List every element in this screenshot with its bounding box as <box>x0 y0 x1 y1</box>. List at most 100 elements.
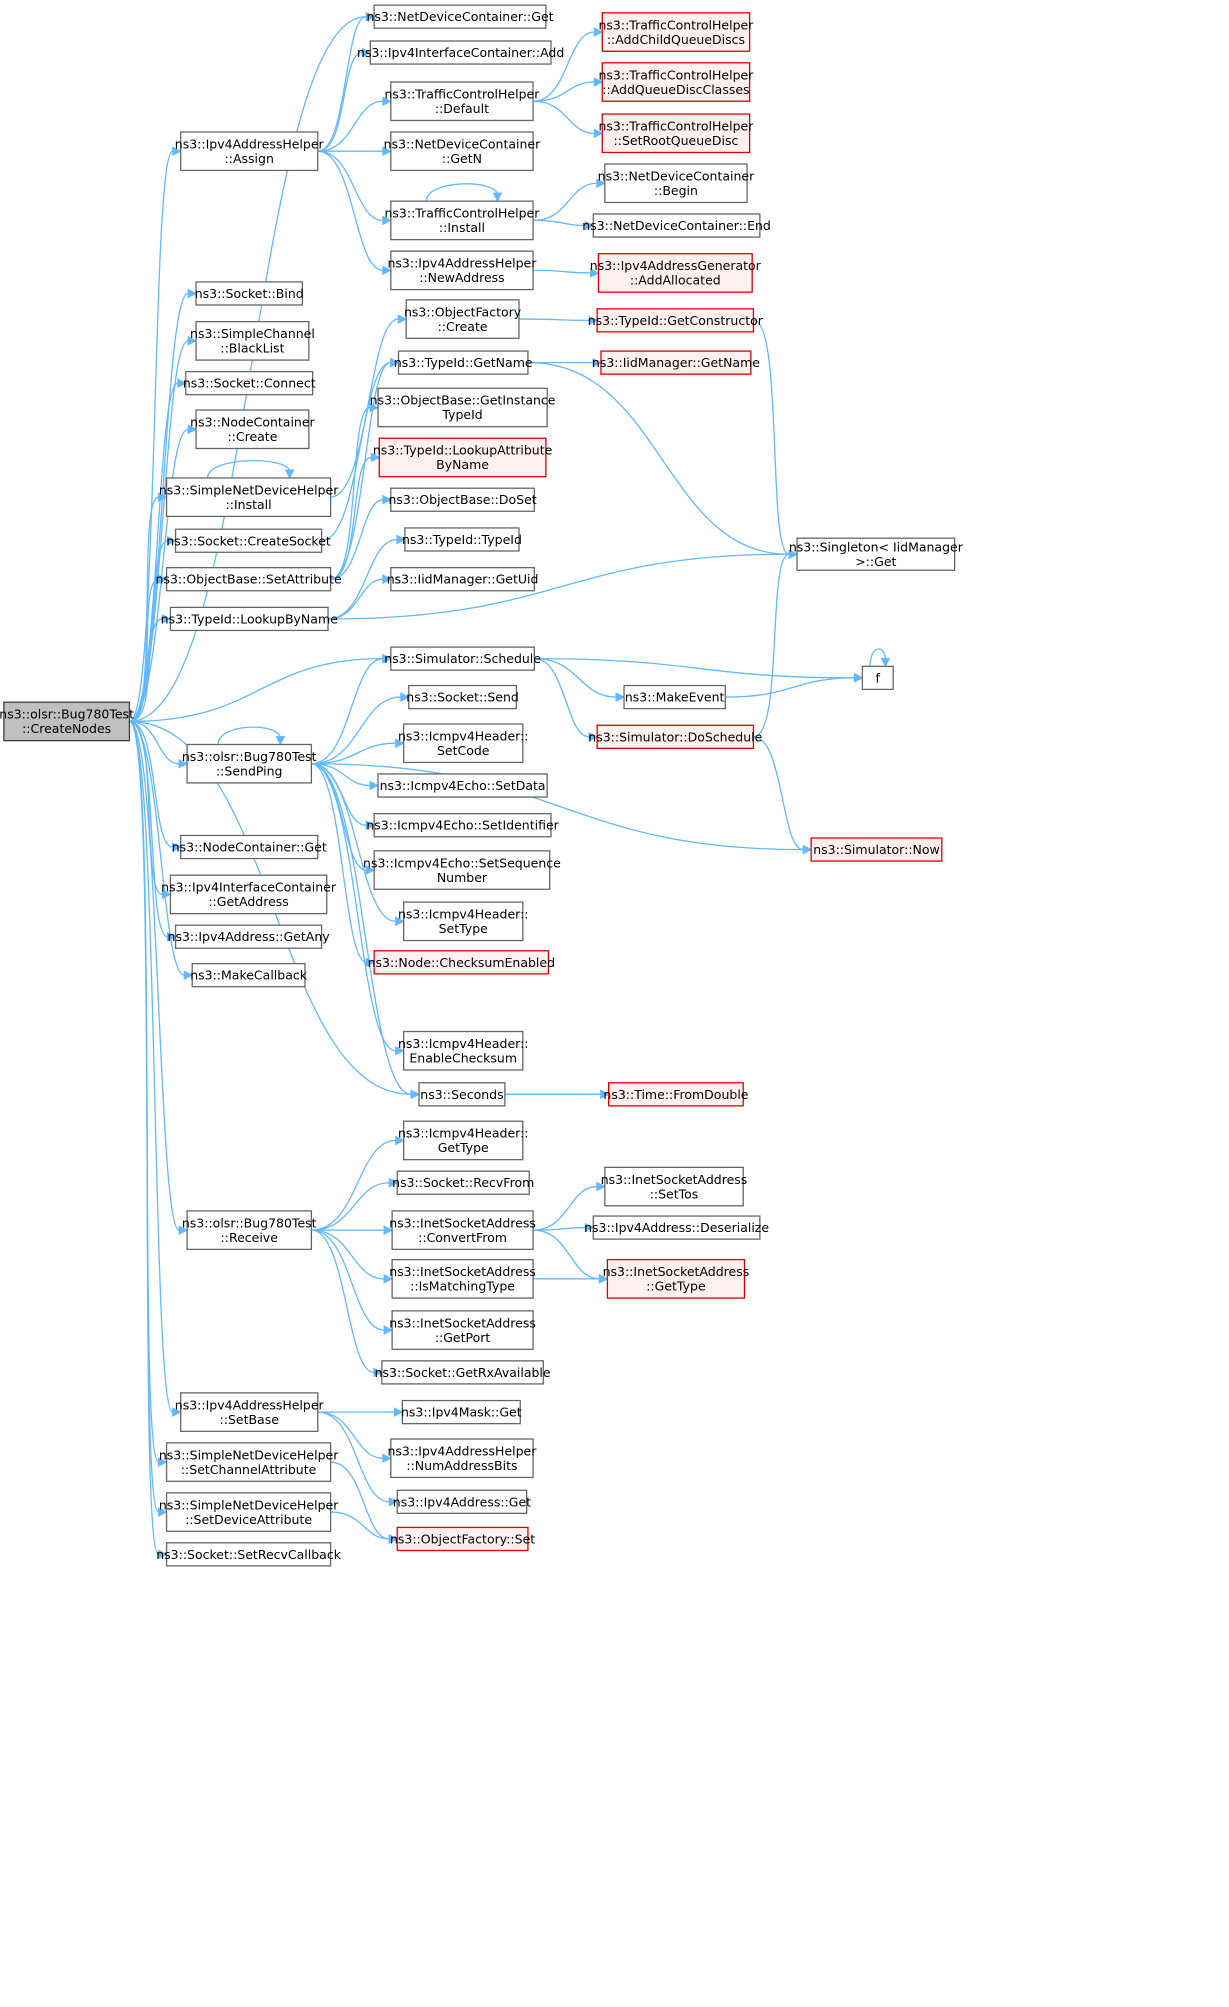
node-ipv4mask_get[interactable]: ns3::Ipv4Mask::Get <box>401 1399 522 1425</box>
node-box[interactable] <box>191 962 306 988</box>
node-of_create[interactable]: ns3::ObjectFactory::Create <box>404 299 522 339</box>
node-box[interactable] <box>396 1489 528 1514</box>
node-box[interactable] <box>608 1082 744 1107</box>
node-box[interactable] <box>861 665 894 691</box>
node-ipv4ah_newaddr[interactable]: ns3::Ipv4AddressHelper::NewAddress <box>387 250 537 291</box>
node-tch_install[interactable]: ns3::TrafficControlHelper::Install <box>384 200 540 241</box>
node-box[interactable] <box>606 1258 746 1299</box>
node-socket_getrx[interactable]: ns3::Socket::GetRxAvailable <box>375 1360 551 1385</box>
node-icmp_enablecs[interactable]: ns3::Icmpv4Header::EnableChecksum <box>398 1030 529 1071</box>
node-box[interactable] <box>600 350 752 375</box>
node-box[interactable] <box>401 1399 521 1425</box>
node-box[interactable] <box>396 1170 530 1195</box>
node-sim_doschedule[interactable]: ns3::Simulator::DoSchedule <box>588 724 763 749</box>
node-box[interactable] <box>377 773 548 798</box>
node-box[interactable] <box>390 131 534 172</box>
node-tch_default[interactable]: ns3::TrafficControlHelper::Default <box>384 81 540 122</box>
node-iid_getuid[interactable]: ns3::IidManager::GetUid <box>387 567 539 592</box>
node-ipv4addr_getany[interactable]: ns3::Ipv4Address::GetAny <box>168 924 331 949</box>
node-box[interactable] <box>604 163 748 204</box>
node-box[interactable] <box>402 1030 524 1071</box>
node-ob_setattr[interactable]: ns3::ObjectBase::SetAttribute <box>156 567 342 592</box>
node-box[interactable] <box>373 4 547 29</box>
node-box[interactable] <box>174 924 323 949</box>
node-box[interactable] <box>390 250 534 291</box>
node-socket_connect[interactable]: ns3::Socket::Connect <box>183 370 316 396</box>
node-box[interactable] <box>377 387 548 428</box>
node-root[interactable]: ns3::olsr::Bug780Test::CreateNodes <box>0 701 134 742</box>
node-box[interactable] <box>165 1542 332 1567</box>
node-socket_bind[interactable]: ns3::Socket::Bind <box>195 281 304 306</box>
node-box[interactable] <box>601 12 751 52</box>
node-box[interactable] <box>597 253 753 293</box>
node-box[interactable] <box>810 837 943 862</box>
node-socket_setrecvcb[interactable]: ns3::Socket::SetRecvCallback <box>156 1542 342 1567</box>
node-ipv4addr_deser[interactable]: ns3::Ipv4Address::Deserialize <box>584 1215 769 1240</box>
node-box[interactable] <box>390 646 535 671</box>
node-nc_create[interactable]: ns3::NodeContainer::Create <box>190 409 316 450</box>
node-box[interactable] <box>402 723 524 764</box>
node-box[interactable] <box>408 684 518 710</box>
node-box[interactable] <box>405 299 520 339</box>
node-ndc_get[interactable]: ns3::NetDeviceContainer::Get <box>366 4 554 29</box>
node-box[interactable] <box>373 850 551 890</box>
node-seconds[interactable]: ns3::Seconds <box>418 1082 506 1107</box>
node-ipv4ic_add[interactable]: ns3::Ipv4InterfaceContainer::Add <box>357 40 564 65</box>
node-box[interactable] <box>174 528 323 553</box>
node-ipv4ah_setbase[interactable]: ns3::Ipv4AddressHelper::SetBase <box>175 1392 325 1432</box>
node-tid_getname[interactable]: ns3::TypeId::GetName <box>394 350 533 375</box>
node-isa_getport[interactable]: ns3::InetSocketAddress::GetPort <box>389 1310 536 1350</box>
node-makeevent[interactable]: ns3::MakeEvent <box>623 684 726 710</box>
node-echo_setid[interactable]: ns3::Icmpv4Echo::SetIdentifier <box>366 813 560 838</box>
node-tid_lookupbyname[interactable]: ns3::TypeId::LookupByName <box>161 606 338 632</box>
node-box[interactable] <box>390 1438 534 1479</box>
node-box[interactable] <box>180 1392 319 1432</box>
node-box[interactable] <box>391 1310 534 1350</box>
node-box[interactable] <box>418 1082 506 1107</box>
node-ndc_begin[interactable]: ns3::NetDeviceContainer::Begin <box>598 163 755 204</box>
node-box[interactable] <box>186 1210 313 1251</box>
node-box[interactable] <box>373 813 552 838</box>
node-iid_getname[interactable]: ns3::IidManager::GetName <box>592 350 760 375</box>
node-box[interactable] <box>601 62 751 102</box>
node-ob_doset[interactable]: ns3::ObjectBase::DoSet <box>388 487 537 512</box>
node-box[interactable] <box>381 1360 544 1385</box>
node-snd_setchattr[interactable]: ns3::SimpleNetDeviceHelper::SetChannelAt… <box>159 1442 339 1482</box>
node-box[interactable] <box>623 684 726 710</box>
node-box[interactable] <box>378 437 547 478</box>
node-socket_recvfrom[interactable]: ns3::Socket::RecvFrom <box>392 1170 534 1195</box>
node-box[interactable] <box>796 537 956 571</box>
node-snd_install[interactable]: ns3::SimpleNetDeviceHelper::Install <box>159 477 339 518</box>
node-box[interactable] <box>601 113 751 154</box>
node-isa_convertfrom[interactable]: ns3::InetSocketAddress::ConvertFrom <box>389 1210 536 1251</box>
node-echo_setdata[interactable]: ns3::Icmpv4Echo::SetData <box>377 773 548 798</box>
node-box[interactable] <box>402 1120 524 1161</box>
node-snd_setdevattr[interactable]: ns3::SimpleNetDeviceHelper::SetDeviceAtt… <box>159 1492 339 1532</box>
node-box[interactable] <box>369 40 552 65</box>
node-box[interactable] <box>165 477 332 518</box>
node-box[interactable] <box>165 1442 332 1482</box>
node-receive[interactable]: ns3::olsr::Bug780Test::Receive <box>182 1210 317 1251</box>
node-socket_send[interactable]: ns3::Socket::Send <box>406 684 519 710</box>
node-nc_get[interactable]: ns3::NodeContainer::Get <box>172 834 327 860</box>
node-box[interactable] <box>185 370 314 396</box>
node-icmp_settype[interactable]: ns3::Icmpv4Header::SetType <box>398 901 529 942</box>
node-box[interactable] <box>391 1258 534 1299</box>
node-box[interactable] <box>390 200 534 241</box>
node-box[interactable] <box>592 213 761 238</box>
node-sim_schedule[interactable]: ns3::Simulator::Schedule <box>384 646 541 671</box>
node-ndc_getn[interactable]: ns3::NetDeviceContainer::GetN <box>384 131 541 172</box>
node-tid_typeid[interactable]: ns3::TypeId::TypeId <box>402 527 522 552</box>
node-node_checksum[interactable]: ns3::Node::ChecksumEnabled <box>368 950 555 975</box>
node-socket_create[interactable]: ns3::Socket::CreateSocket <box>166 528 331 553</box>
node-box[interactable] <box>396 1526 529 1552</box>
node-tid_getctor[interactable]: ns3::TypeId::GetConstructor <box>588 308 764 333</box>
node-ipv4ic_getaddr[interactable]: ns3::Ipv4InterfaceContainer::GetAddress <box>161 874 337 915</box>
node-box[interactable] <box>373 950 550 975</box>
node-box[interactable] <box>402 901 524 942</box>
node-icmp_setcode[interactable]: ns3::Icmpv4Header::SetCode <box>398 723 529 764</box>
node-singleton_get[interactable]: ns3::Singleton< IidManager>::Get <box>789 537 964 571</box>
